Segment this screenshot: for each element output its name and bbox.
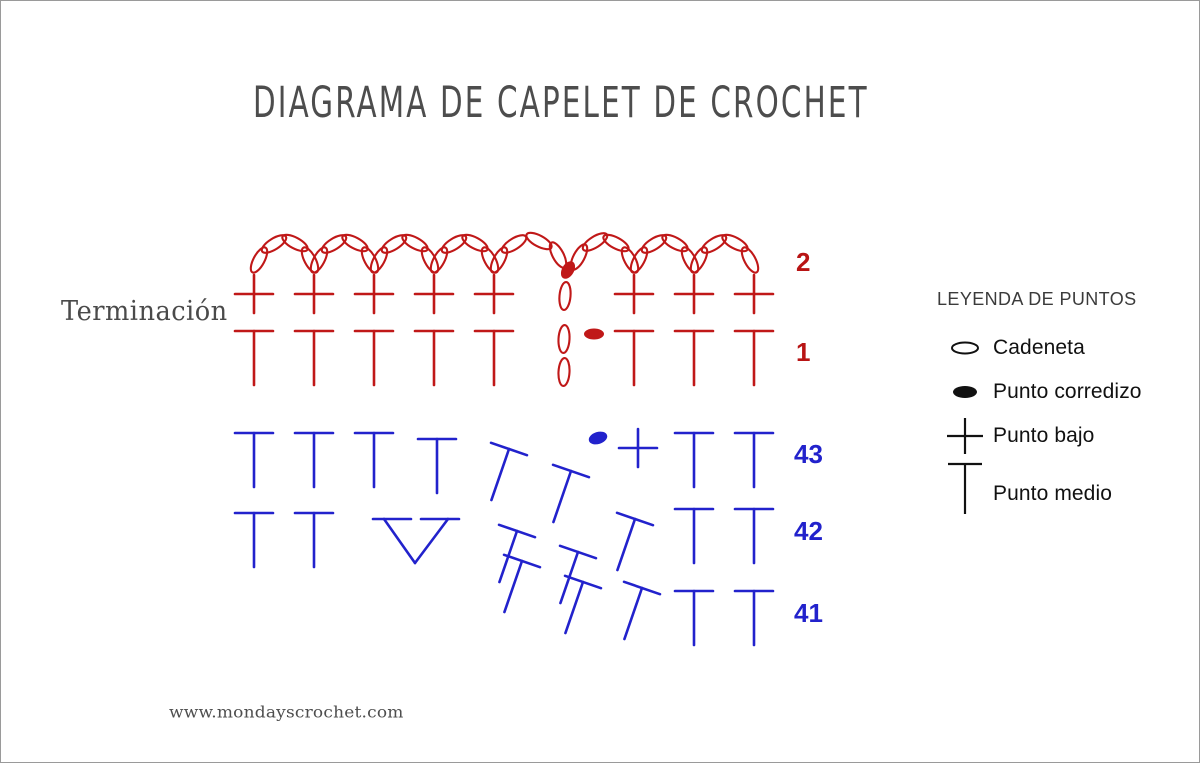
- row-number-41: 41: [794, 598, 823, 628]
- row-41-stitches: [485, 553, 775, 647]
- row-43-stitches: [233, 427, 775, 530]
- punto-medio-icon: [598, 511, 655, 578]
- row-number-2: 2: [796, 247, 811, 277]
- row-number-42: 42: [794, 516, 823, 546]
- punto-bajo-icon: [353, 273, 395, 315]
- punto-medio-icon: [233, 329, 275, 387]
- cadeneta-icon: [556, 323, 572, 355]
- row2-chain-arcs: [246, 228, 763, 276]
- punto-medio-icon: [534, 463, 591, 530]
- punto-medio-icon: [546, 574, 603, 641]
- punto-medio-icon: [353, 329, 395, 387]
- punto-bajo-icon: [473, 273, 515, 315]
- legend-item-punto-corredizo: Punto corredizo: [937, 370, 1142, 414]
- punto-bajo-icon: [613, 273, 655, 315]
- punto-medio-icon: [673, 431, 715, 489]
- punto-medio-icon: [233, 431, 275, 489]
- legend-label: Punto bajo: [993, 424, 1095, 447]
- row-number-43: 43: [794, 439, 823, 469]
- punto-medio-icon: [733, 589, 775, 647]
- chain-arc: [486, 228, 571, 276]
- punto-medio-icon: [733, 507, 775, 565]
- legend-label: Punto medio: [993, 482, 1113, 505]
- legend-item-punto-bajo: Punto bajo: [937, 414, 1142, 458]
- punto-medio-icon: [413, 329, 455, 387]
- termination-label: Terminación: [61, 296, 228, 327]
- blue-body-section: [233, 427, 775, 647]
- punto-medio-icon: [733, 431, 775, 489]
- legend-item-punto-medio: Punto medio: [937, 458, 1142, 516]
- chain-arc: [686, 230, 763, 276]
- punto-medio-icon: [293, 329, 335, 387]
- punto-medio-decrease-icon: [371, 517, 461, 565]
- red-finishing-section: [233, 228, 775, 388]
- punto-bajo-icon: [673, 273, 715, 315]
- punto-medio-icon: [673, 329, 715, 387]
- row1-centre-join: [556, 323, 604, 388]
- punto-medio-icon: [473, 329, 515, 387]
- punto-bajo-icon: [233, 273, 275, 315]
- slip-stitch-dot-icon: [937, 370, 993, 414]
- punto-medio-icon: [673, 507, 715, 565]
- punto-bajo-icon: [733, 273, 775, 315]
- legend: LEYENDA DE PUNTOS Cadeneta Punto corredi…: [937, 289, 1142, 516]
- legend-title: LEYENDA DE PUNTOS: [937, 289, 1137, 309]
- page-title: DIAGRAMA DE CAPELET DE CROCHET: [253, 77, 869, 127]
- legend-item-cadeneta: Cadeneta: [937, 326, 1142, 370]
- punto-medio-icon: [353, 431, 395, 489]
- chain-oval-icon: [937, 326, 993, 370]
- punto-medio-icon: [605, 580, 662, 647]
- row-42-stitches: [233, 507, 775, 611]
- row-number-1: 1: [796, 337, 811, 367]
- punto-medio-icon: [485, 553, 542, 620]
- punto-medio-icon: [673, 589, 715, 647]
- punto-bajo-icon: [617, 427, 659, 469]
- row1-half-double-stitches: [233, 329, 775, 387]
- cadeneta-icon: [556, 356, 572, 388]
- punto-medio-icon: [416, 437, 458, 495]
- punto-bajo-icon: [413, 273, 455, 315]
- footer-url: www.mondayscrochet.com: [169, 703, 404, 723]
- punto-medio-icon: [293, 431, 335, 489]
- punto-medio-icon: [613, 329, 655, 387]
- single-crochet-plus-icon: [937, 414, 993, 458]
- punto-medio-icon: [472, 441, 529, 508]
- punto-medio-icon: [233, 511, 275, 569]
- cadeneta-icon: [557, 280, 573, 312]
- legend-label: Punto corredizo: [993, 380, 1142, 403]
- legend-label: Cadeneta: [993, 336, 1085, 359]
- punto-corredizo-icon: [588, 431, 608, 445]
- row2-single-crochet-stitches: [233, 273, 775, 315]
- punto-corredizo-icon: [584, 328, 604, 340]
- punto-bajo-icon: [293, 273, 335, 315]
- punto-corredizo-icon: [560, 261, 576, 279]
- punto-medio-icon: [733, 329, 775, 387]
- punto-medio-icon: [293, 511, 335, 569]
- half-double-tee-icon: [937, 458, 993, 516]
- row2-centre-join: [557, 261, 576, 312]
